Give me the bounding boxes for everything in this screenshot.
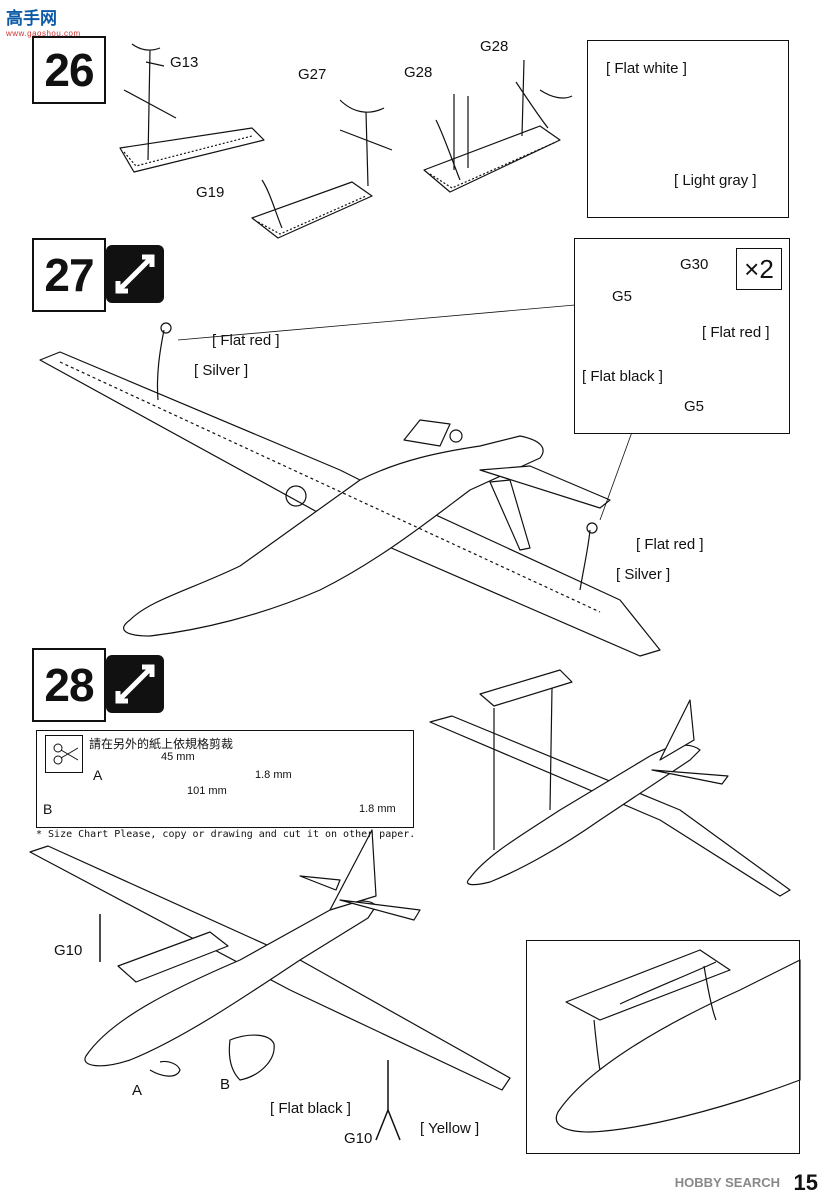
step27-symmetry-icon xyxy=(106,245,164,303)
part-g13: G13 xyxy=(170,54,199,71)
part-g28-right: G28 xyxy=(480,38,509,55)
label-flat-red-top: [ Flat red ] xyxy=(212,332,280,349)
page-number: 15 xyxy=(793,1170,818,1195)
step26-inset-frame xyxy=(587,40,789,218)
size-b-length: 101 mm xyxy=(187,785,227,797)
watermark-logo: 高手网 www.gaoshou.com xyxy=(6,4,81,38)
multiplier-x2: ×2 xyxy=(736,248,782,290)
size-chart-box: 請在另外的紙上依規格剪裁 A 45 mm 1.8 mm B 101 mm 1.8… xyxy=(36,730,414,828)
step26-panel-b xyxy=(251,99,393,239)
label-light-gray: [ Light gray ] xyxy=(674,172,757,189)
size-chart-title: 請在另外的紙上依規格剪裁 xyxy=(89,737,234,751)
label-flat-red-bottom: [ Flat red ] xyxy=(636,536,704,553)
step26-panel-a xyxy=(119,43,265,173)
step-28-number: 28 xyxy=(32,648,106,722)
label-inset-flat-black: [ Flat black ] xyxy=(582,368,663,385)
step28-inset-frame xyxy=(526,940,800,1154)
label-silver-bottom: [ Silver ] xyxy=(616,566,671,583)
step28-inset-closeup xyxy=(555,949,801,1133)
step27-aircraft xyxy=(39,304,661,657)
watermark-brand: 高手网 xyxy=(6,9,57,28)
step-27-number: 27 xyxy=(32,238,106,312)
part-g5-right: G5 xyxy=(684,398,705,415)
size-a-label: A xyxy=(93,767,103,783)
size-a-length: 45 mm xyxy=(161,751,195,763)
label-flat-white: [ Flat white ] xyxy=(606,60,687,77)
part-g5-left: G5 xyxy=(612,288,633,305)
size-b-label: B xyxy=(43,801,53,817)
step-26-number: 26 xyxy=(32,36,106,104)
part-g10-top: G10 xyxy=(54,942,83,959)
part-g19: G19 xyxy=(196,184,225,201)
step28-aircraft-main xyxy=(29,829,511,1141)
size-b-width: 1.8 mm xyxy=(359,803,396,815)
part-g10-bottom: G10 xyxy=(344,1130,373,1147)
step28-aircraft-small xyxy=(429,669,791,897)
label-flat-black: [ Flat black ] xyxy=(270,1100,351,1117)
footer-brand: HOBBY SEARCH xyxy=(674,1175,780,1190)
step28-symmetry-icon xyxy=(106,655,164,713)
part-a: A xyxy=(132,1082,143,1099)
label-yellow: [ Yellow ] xyxy=(420,1120,480,1137)
scissors-icon xyxy=(45,735,83,773)
part-g30: G30 xyxy=(680,256,709,273)
step27-inset-frame xyxy=(574,238,790,434)
part-b: B xyxy=(220,1076,231,1093)
part-g27: G27 xyxy=(298,66,327,83)
label-silver-top: [ Silver ] xyxy=(194,362,249,379)
size-a-width: 1.8 mm xyxy=(255,769,292,781)
size-chart-note: * Size Chart Please, copy or drawing and… xyxy=(36,829,416,840)
label-inset-flat-red: [ Flat red ] xyxy=(702,324,770,341)
watermark-url: www.gaoshou.com xyxy=(6,29,81,38)
part-g28-left: G28 xyxy=(404,64,433,81)
step26-panel-c xyxy=(423,59,573,193)
